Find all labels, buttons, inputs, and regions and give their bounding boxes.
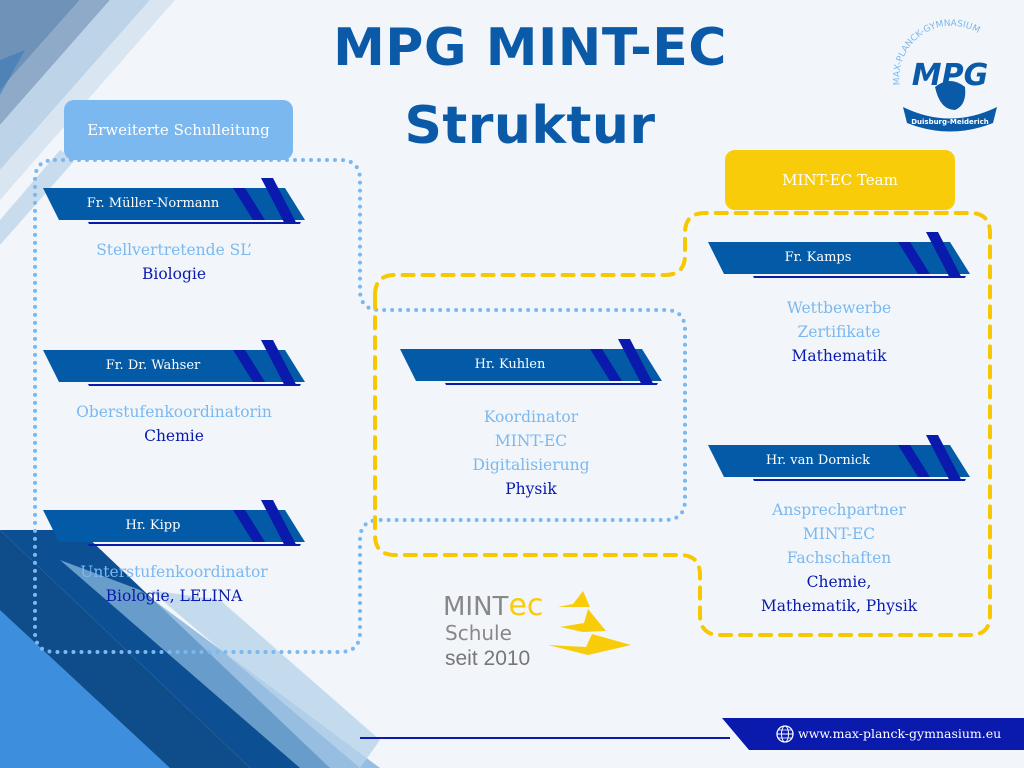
person-name: Hr. van Dornick [765,453,871,468]
name-banner: Fr. Kamps [708,232,970,278]
globe-icon [776,725,794,743]
school-logo: MAX-PLANCK-GYMNASIUM MPG Duisburg-Meider… [892,19,997,132]
page-title-line2: Struktur [404,96,656,156]
person-subject: Biologie, LELINA [105,587,243,605]
footer-divider [360,737,730,739]
person-role: Unterstufenkoordinator [80,563,268,581]
schulleitung-outline [33,158,687,654]
person-subject: Mathematik, Physik [760,597,918,615]
since-text: seit 2010 [445,647,531,670]
team-label: MINT-EC Team [725,150,955,210]
person-subject: Chemie, [806,573,872,591]
person-role: MINT-EC [802,525,876,543]
person-role: Digitalisierung [472,456,590,474]
website-link[interactable]: www.max-planck-gymnasium.eu [798,726,1002,741]
person-role: Ansprechpartner [772,501,906,519]
person-subject: Physik [505,480,557,498]
pyramid-icon [548,591,631,655]
person-subject: Chemie [144,427,204,445]
person-role: Koordinator [483,408,579,426]
person-role: Oberstufenkoordinatorin [76,403,272,421]
schule-text: Schule [445,621,512,645]
name-banner: Fr. Dr. Wahser [43,340,305,386]
person-subject: Biologie [141,265,207,283]
person-name: Fr. Müller-Normann [86,196,220,211]
person-name: Hr. Kipp [125,518,181,533]
person-role: Wettbewerbe [786,299,892,317]
person-name: Fr. Kamps [784,250,852,265]
person-name: Hr. Kuhlen [474,357,546,372]
person-name: Fr. Dr. Wahser [105,358,201,373]
schulleitung-label: Erweiterte Schulleitung [64,100,293,160]
person-subject: Mathematik [791,347,887,365]
ec-text: ec [508,588,544,623]
footer-banner: www.max-planck-gymnasium.eu [722,718,1024,750]
svg-text:Duisburg-Meiderich: Duisburg-Meiderich [911,118,989,126]
person-role: Fachschaften [786,549,892,567]
name-banner: Fr. Müller-Normann [43,178,305,224]
person-role: MINT-EC [494,432,568,450]
name-banner: Hr. Kipp [43,500,305,546]
person-role: Stellvertretende SL’ [96,241,252,259]
person-card: Fr. Müller-Normann Stellvertretende SL’ B… [43,178,305,286]
mint-text: MINT [443,592,509,622]
name-banner: Hr. Kuhlen [400,339,662,385]
mint-ec-school-logo: MINTec Schule seit 2010 [443,585,643,680]
person-role: Zertifikate [797,323,881,341]
name-banner: Hr. van Dornick [708,435,970,481]
page-title-line1: MPG MINT-EC [333,18,727,78]
team-outline [373,211,992,637]
